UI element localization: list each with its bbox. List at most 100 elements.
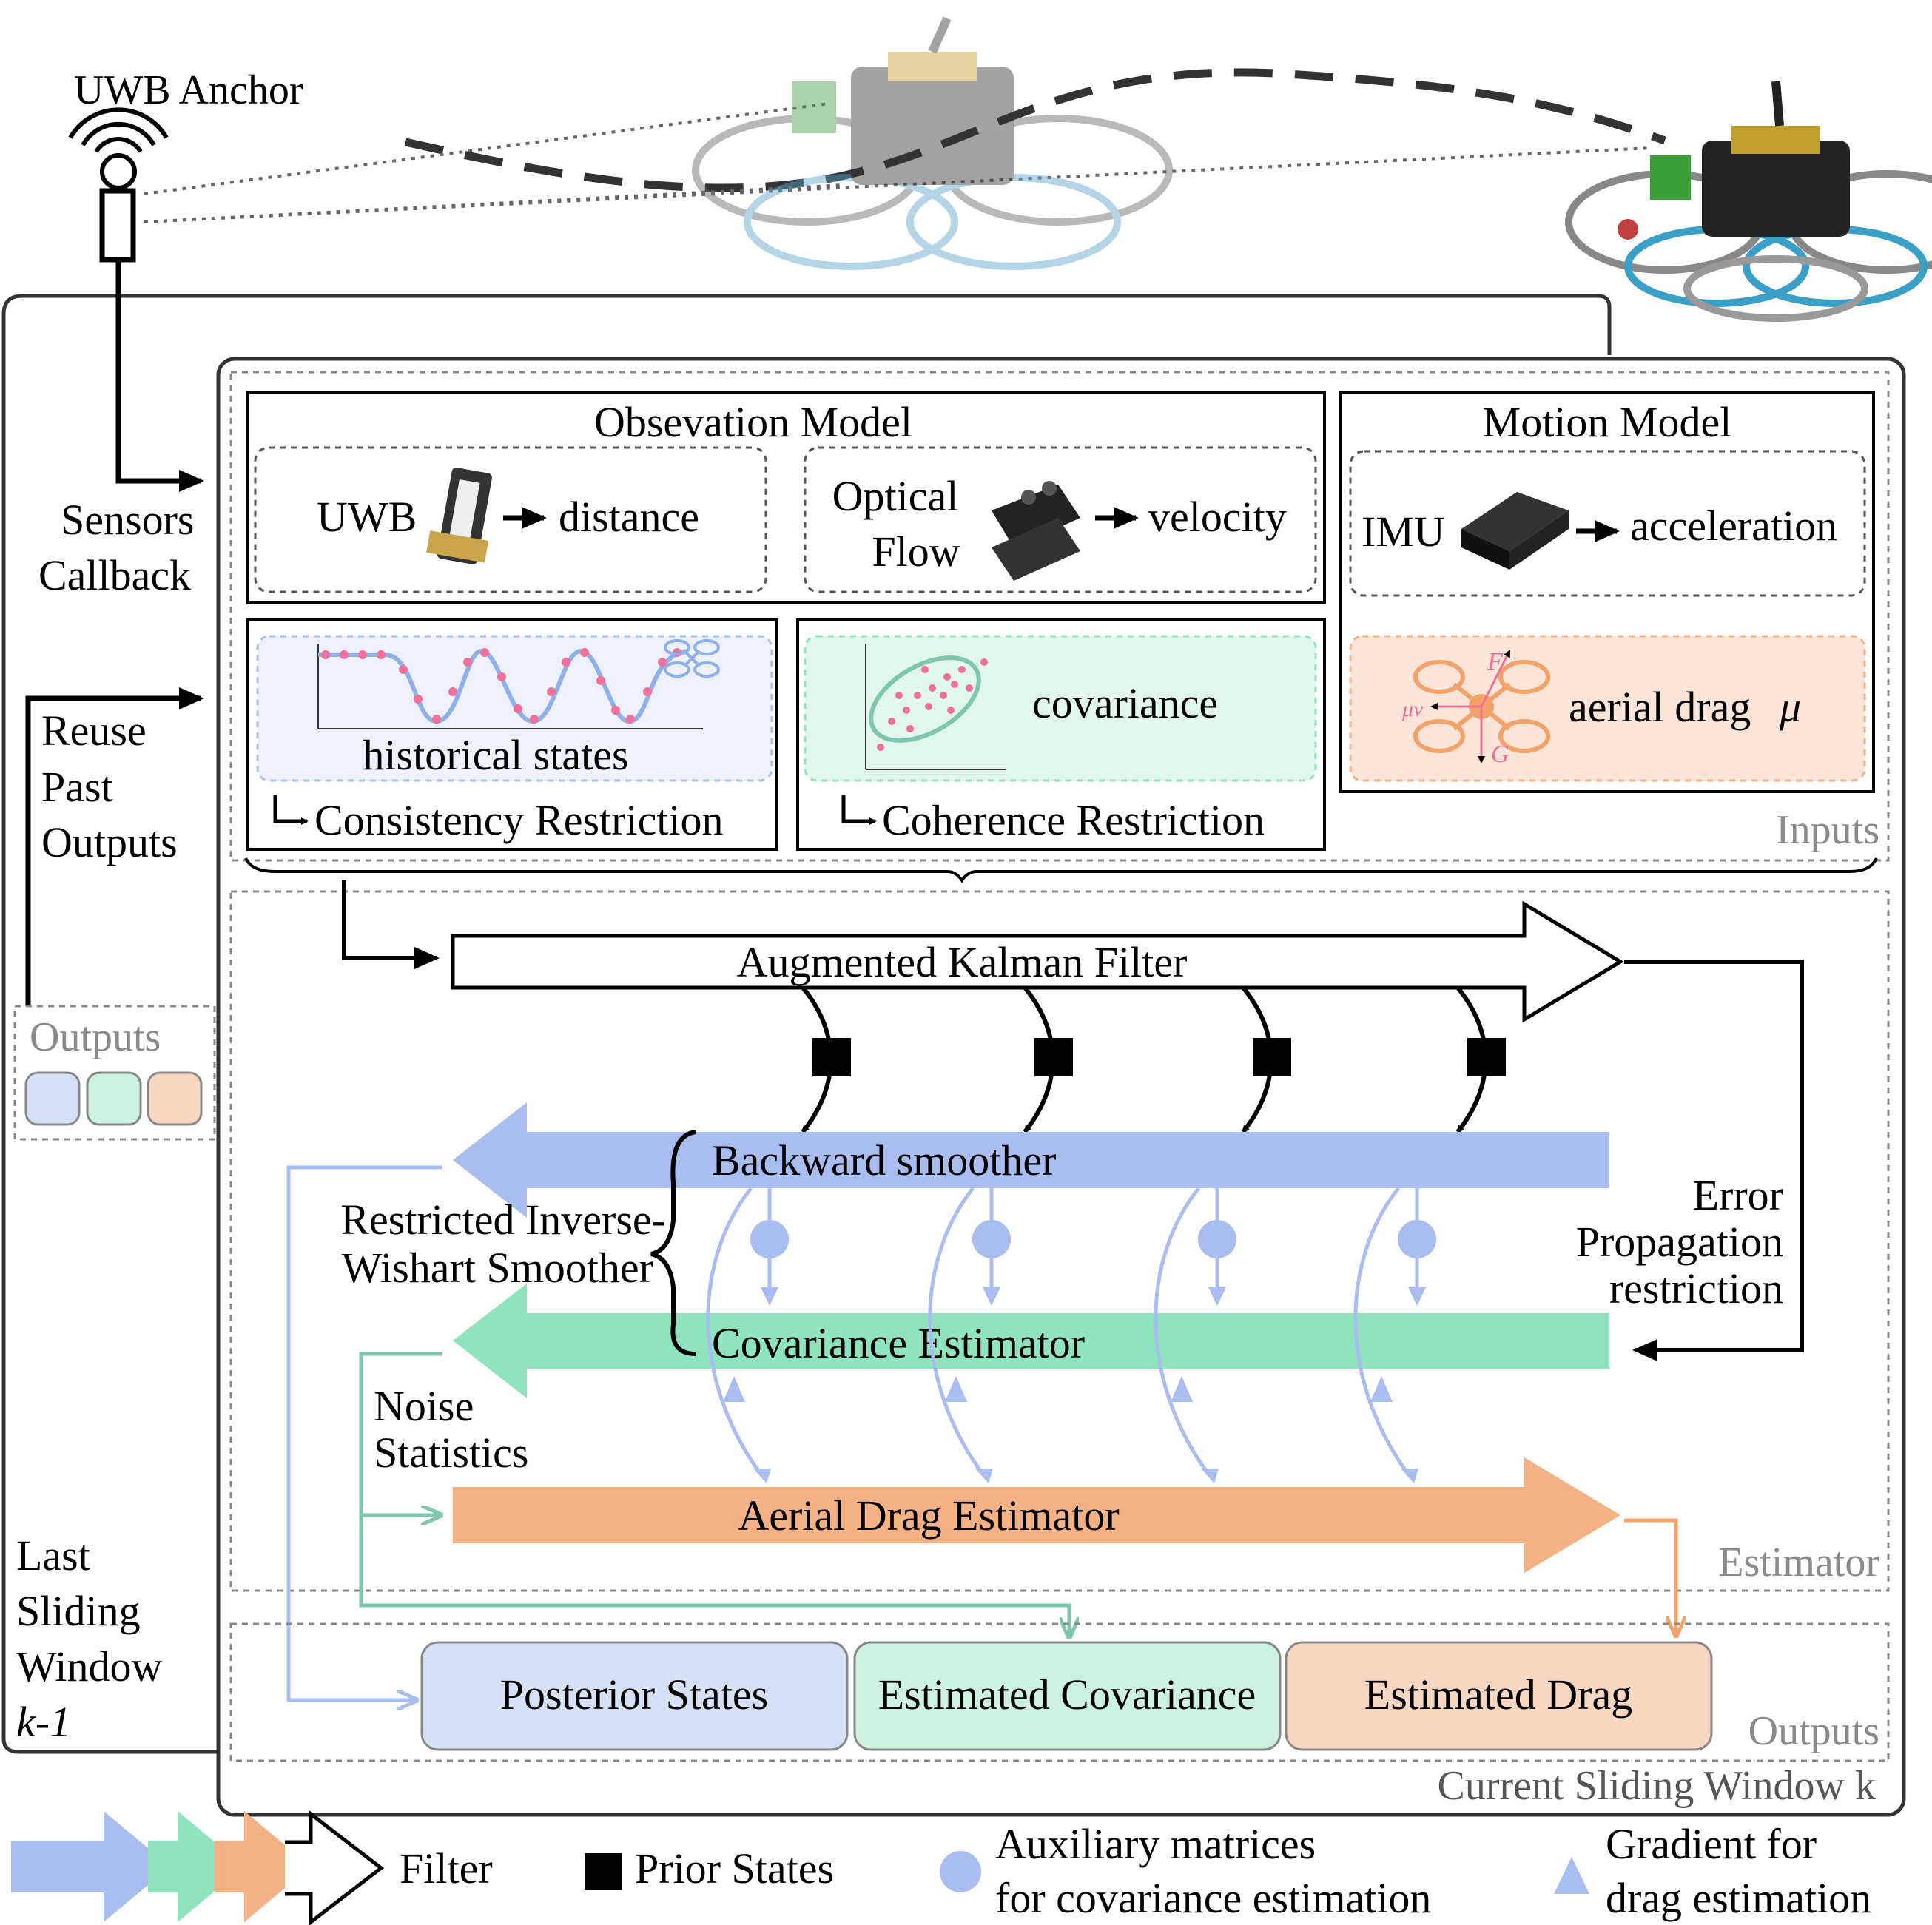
- past-outputs-label: Outputs: [30, 1014, 161, 1060]
- inputs-section: [229, 371, 1890, 862]
- motion-model-box: [1339, 391, 1875, 793]
- backward-smoother-label: Backward smoother: [712, 1136, 1056, 1184]
- propagation-label: Propagation: [1576, 1218, 1783, 1266]
- error-propagation-arrow: [1624, 960, 1804, 1361]
- last-window-frame-top: [22, 294, 1612, 355]
- coherence-restriction: Coherence Restriction: [882, 796, 1265, 844]
- statistics-label: Statistics: [374, 1429, 528, 1477]
- last-window-label-4: k-1: [16, 1698, 71, 1746]
- reuse-label: Reuse: [41, 707, 147, 755]
- legend-green-arrow: [148, 1811, 244, 1922]
- ranging-line-1: [144, 102, 829, 195]
- covariance-axes: [865, 644, 1006, 770]
- legend-filter-label: Filter: [400, 1844, 493, 1892]
- smoother-to-posterior-arrow: [286, 1165, 442, 1700]
- inputs-to-filter-arrow: [342, 880, 440, 969]
- covariance-sample-dots: [877, 658, 988, 751]
- riws-label-1: Restricted Inverse-: [340, 1196, 666, 1244]
- observation-model-title: Obsevation Model: [594, 398, 912, 446]
- current-window-frame: [216, 357, 1906, 1817]
- aerial-drag-estimator-label: Aerial Drag Estimator: [738, 1491, 1119, 1540]
- kalman-filter-arrow: [451, 900, 1624, 1023]
- legend-orange-arrow: [215, 1811, 311, 1922]
- consistency-box: [246, 618, 778, 851]
- force-vectors: [1430, 650, 1511, 763]
- gradient-markers: [723, 1376, 1418, 1483]
- auxiliary-markers: [750, 1220, 1436, 1306]
- uwb-module-icon: [426, 468, 492, 564]
- uwb-anchor-label: UWB Anchor: [74, 67, 303, 113]
- estimated-drag-label: Estimated Drag: [1364, 1671, 1632, 1719]
- velocity-label: velocity: [1148, 493, 1287, 541]
- consistency-hook-arrow: [273, 795, 309, 825]
- legend-prior-marker: [585, 1853, 622, 1890]
- legend-gradient-label-1: Gradient for: [1606, 1820, 1817, 1868]
- kalman-filter-label: Augmented Kalman Filter: [737, 938, 1188, 986]
- riws-label-2: Wishart Smoother: [342, 1244, 653, 1292]
- uwb-label: UWB: [317, 493, 417, 541]
- consistency-restriction: Consistency Restriction: [314, 796, 724, 844]
- estimator-label: Estimator: [1718, 1540, 1879, 1585]
- legend-blue-arrow: [11, 1811, 170, 1922]
- reuse-outputs-arrow: [25, 687, 204, 1006]
- callback-label: Callback: [38, 551, 191, 599]
- imu-box: [1349, 450, 1866, 597]
- last-window-frame: [1, 294, 218, 1754]
- covariance-estimator-label: Covariance Estimator: [712, 1319, 1085, 1367]
- estimator-section: [229, 890, 1890, 1592]
- restriction-label: restriction: [1609, 1264, 1783, 1312]
- last-window-label-2: Sliding: [16, 1587, 141, 1635]
- legend-auxiliary-marker: [940, 1851, 981, 1892]
- aerial-drag-label: aerial drag: [1569, 683, 1751, 731]
- legend: Filter Prior States Auxiliary matrices f…: [11, 1810, 1871, 1925]
- posterior-states-box: [420, 1641, 849, 1751]
- outputs-section: [229, 1622, 1890, 1762]
- drone-image-faded: [692, 16, 1173, 270]
- estimated-covariance-box: [853, 1641, 1282, 1751]
- aerial-drag-estimator-arrow: [453, 1457, 1620, 1573]
- backward-smoother-arrow: [453, 1102, 1609, 1218]
- past-output-blue: [24, 1071, 81, 1126]
- historical-axes: [317, 644, 703, 729]
- mu-symbol: μ: [1779, 683, 1801, 731]
- inputs-label: Inputs: [1776, 807, 1879, 853]
- force-muv-label: μv: [1401, 697, 1424, 721]
- sensors-label: Sensors: [61, 496, 194, 544]
- aerial-drag-panel: [1349, 635, 1866, 782]
- legend-prior-label: Prior States: [635, 1844, 834, 1892]
- ranging-line-3: [144, 146, 1651, 223]
- legend-filter-arrow: [285, 1810, 385, 1925]
- covariance-estimator-arrow: [453, 1284, 1609, 1398]
- riws-brace: [650, 1130, 696, 1356]
- coherence-hook-arrow: [841, 795, 877, 825]
- inputs-brace: [244, 857, 1878, 883]
- drag-to-output-arrow: [1624, 1518, 1676, 1635]
- historical-sample-dots: [321, 648, 681, 724]
- legend-auxiliary-label-1: Auxiliary matrices: [995, 1820, 1316, 1868]
- force-G-label: G: [1491, 741, 1509, 768]
- covariance-panel: [804, 635, 1317, 782]
- force-F-label: F: [1487, 648, 1504, 675]
- uwb-anchor: UWB Anchor: [68, 67, 303, 263]
- imu-device-icon: [1461, 492, 1569, 570]
- noise-to-drag-arrow: [359, 1352, 442, 1515]
- past-outputs-box: [13, 1005, 216, 1141]
- past-label: Past: [41, 763, 113, 811]
- distance-label: distance: [559, 493, 699, 541]
- last-window-label-1: Last: [16, 1531, 90, 1580]
- flight-trajectory: [404, 68, 1666, 192]
- auxiliary-links: [767, 1188, 1419, 1302]
- past-output-orange: [147, 1071, 203, 1126]
- posterior-states-label: Posterior States: [500, 1671, 768, 1719]
- optical-label: Optical: [832, 472, 959, 520]
- historical-states-label: historical states: [363, 731, 628, 779]
- acceleration-label: acceleration: [1630, 502, 1837, 550]
- noise-to-output-arrow: [359, 1515, 1069, 1636]
- optical-flow-sensor-icon: [992, 481, 1080, 581]
- outputs-section-label: Outputs: [1748, 1708, 1879, 1754]
- error-label: Error: [1693, 1171, 1783, 1219]
- noise-label: Noise: [374, 1382, 474, 1430]
- estimated-covariance-label: Estimated Covariance: [878, 1671, 1256, 1719]
- anchor-body-icon: [99, 188, 136, 263]
